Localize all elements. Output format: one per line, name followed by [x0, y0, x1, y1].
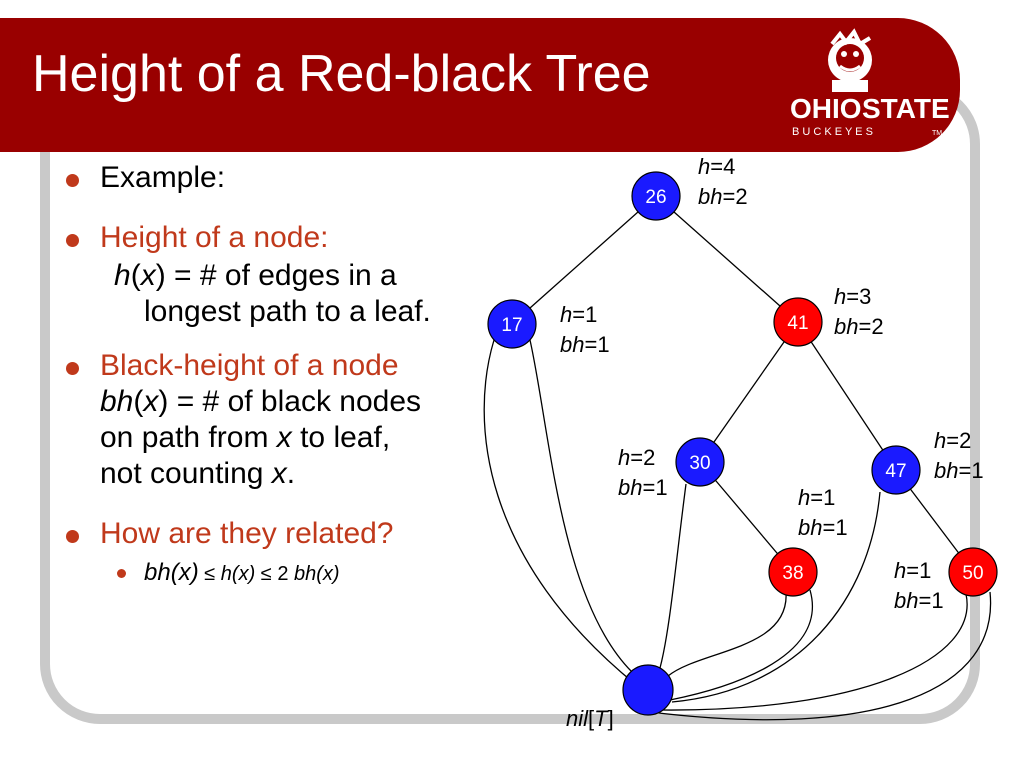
height-definition: h(x) = # of edges in a longest path to a… — [114, 258, 482, 330]
tree-node-17 — [487, 299, 537, 349]
height-annotation-26: h=4 — [698, 154, 735, 179]
black-height-annotation-26: bh=2 — [698, 184, 748, 209]
tree-node-label-26: 26 — [645, 187, 666, 208]
relation-bhx-2: bh(x) — [294, 563, 340, 585]
tree-edge-26-17 — [511, 195, 657, 325]
height-heading-text: Height of a node: — [100, 221, 329, 254]
tree-node-label-50: 50 — [962, 563, 983, 584]
black-height-annotation-38: bh=1 — [798, 515, 848, 540]
subbullet-dot — [117, 569, 126, 578]
black-height-annotation-41: bh=2 — [834, 314, 884, 339]
def-text: to leaf, not counting — [100, 421, 391, 490]
tree-node-label-30: 30 — [689, 453, 710, 474]
bullet-dot — [66, 234, 79, 247]
black-height-annotation-17: bh=1 — [560, 332, 610, 357]
tree-node-label-41: 41 — [787, 313, 808, 334]
tree-node-label-38: 38 — [782, 563, 803, 584]
nil-curve-38a — [667, 591, 787, 677]
tree-edge-41-30 — [699, 321, 799, 463]
brutus-mascot-icon — [828, 28, 872, 92]
nil-curve-30 — [659, 483, 687, 669]
tree-node-50 — [948, 547, 998, 597]
tree-node-26 — [631, 171, 681, 221]
nil-curve-50a — [659, 593, 968, 711]
tree-node-label-47: 47 — [885, 461, 906, 482]
def-x: x — [143, 385, 159, 418]
tree-edge-26-41 — [655, 195, 799, 323]
def-x: x — [140, 259, 156, 292]
ohio-state-logo: OHIO STATE B U C K E Y E S TM — [790, 28, 950, 138]
example-text: Example: — [100, 161, 226, 194]
bullet-list: Example: Height of a node: h(x) = # of e… — [62, 160, 482, 589]
bullet-related-heading: How are they related? — [62, 516, 482, 552]
tree-node-38 — [768, 547, 818, 597]
relation-bhx: bh(x) — [144, 559, 199, 586]
nil-sentinel-label: nil[T] — [566, 706, 614, 731]
height-annotation-50: h=1 — [894, 558, 931, 583]
def-paren: ( — [133, 385, 144, 418]
height-annotation-41: h=3 — [834, 284, 871, 309]
tree-node-47 — [871, 445, 921, 495]
bullet-height-heading: Height of a node: — [62, 220, 482, 256]
title-bar — [0, 18, 960, 152]
def-text: ) = # of black nodes on path from — [100, 385, 422, 454]
bullet-dot — [66, 174, 79, 187]
nil-sentinel-node — [622, 664, 674, 716]
tree-node-30 — [675, 437, 725, 487]
black-height-annotation-47: bh=1 — [934, 458, 984, 483]
related-heading-text: How are they related? — [100, 517, 394, 550]
nil-curve-17b — [529, 339, 633, 673]
relation-leq: ≤ — [198, 563, 221, 585]
relation-subbullet: bh(x) ≤ h(x) ≤ 2 bh(x) — [62, 558, 482, 589]
logo-trademark: TM — [932, 130, 942, 137]
logo-subtitle: B U C K E Y E S — [792, 126, 873, 138]
height-annotation-17: h=1 — [560, 302, 597, 327]
nil-curve-38b — [669, 589, 813, 701]
bullet-example: Example: — [62, 160, 482, 196]
bh-definition: bh(x) = # of black nodes on path from x … — [62, 384, 440, 492]
relation-hx: h(x) — [220, 563, 256, 585]
bullet-bh-heading: Black-height of a node — [62, 348, 482, 384]
black-height-annotation-50: bh=1 — [894, 588, 944, 613]
height-annotation-30: h=2 — [618, 445, 655, 470]
def-paren: ( — [130, 259, 141, 292]
tree-node-label-17: 17 — [501, 315, 522, 336]
relation-leq-two: ≤ 2 — [255, 563, 295, 585]
nil-curve-17a — [483, 339, 641, 689]
bullet-dot — [66, 362, 79, 375]
def-h: h — [114, 259, 131, 292]
black-height-annotation-30: bh=1 — [618, 475, 668, 500]
def-x: x — [276, 421, 292, 454]
def-x: x — [271, 457, 287, 490]
bullet-dot — [66, 530, 79, 543]
logo-word-state: STATE — [862, 93, 950, 124]
tree-edge-41-47 — [797, 321, 897, 471]
logo-word-ohio: OHIO — [790, 93, 862, 124]
def-bh: bh — [100, 385, 134, 418]
nil-curve-50b — [649, 591, 992, 721]
bh-heading-text: Black-height of a node — [100, 349, 399, 382]
height-annotation-38: h=1 — [798, 485, 835, 510]
tree-node-41 — [773, 297, 823, 347]
nil-curve-47 — [671, 491, 881, 703]
def-period: . — [286, 457, 296, 490]
def-rest: ) = # of edges in a longest path to a le… — [144, 259, 431, 328]
height-annotation-47: h=2 — [934, 428, 971, 453]
page-title: Height of a Red-black Tree — [32, 45, 651, 103]
